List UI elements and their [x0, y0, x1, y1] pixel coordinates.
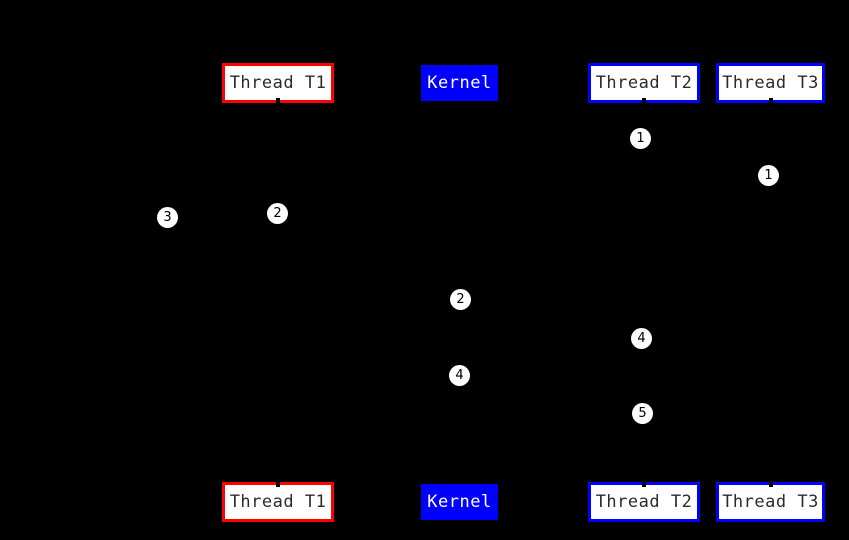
participant-label-kernel-bottom: Kernel	[427, 492, 492, 512]
step-badge-4: 4	[449, 365, 470, 386]
step-badge-2b: 2	[450, 289, 471, 310]
participant-thread-t3-bottom: Thread T3	[716, 482, 825, 522]
participant-thread-t3-top: Thread T3	[716, 63, 825, 103]
participant-thread-t2-bottom: Thread T2	[588, 482, 700, 522]
participant-kernel-bottom: Kernel	[421, 484, 498, 520]
step-badge-1b: 1	[758, 165, 779, 186]
participant-label-thread-t1-bottom: Thread T1	[229, 492, 327, 512]
step-badge-3: 3	[157, 207, 178, 228]
lifeline-stub	[768, 482, 773, 487]
lifeline-stub	[768, 98, 773, 103]
step-badge-4b: 4	[631, 328, 652, 349]
participant-thread-t1-top: Thread T1	[222, 63, 334, 103]
participant-label-thread-t1-top: Thread T1	[229, 73, 327, 93]
participant-kernel-top: Kernel	[421, 65, 498, 101]
participant-label-thread-t2-bottom: Thread T2	[595, 492, 693, 512]
participant-label-thread-t2-top: Thread T2	[595, 73, 693, 93]
participant-label-thread-t3-top: Thread T3	[722, 73, 819, 93]
participant-thread-t1-bottom: Thread T1	[222, 482, 334, 522]
participant-label-thread-t3-bottom: Thread T3	[722, 492, 819, 512]
lifeline-stub	[642, 98, 646, 103]
participant-thread-t2-top: Thread T2	[588, 63, 700, 103]
step-badge-2: 2	[267, 203, 288, 224]
lifeline-stub	[642, 482, 646, 487]
participant-label-kernel-top: Kernel	[427, 73, 492, 93]
step-badge-5: 5	[632, 403, 653, 424]
lifeline-stub	[276, 98, 280, 103]
lifeline-stub	[276, 482, 280, 487]
step-badge-1: 1	[630, 128, 651, 149]
